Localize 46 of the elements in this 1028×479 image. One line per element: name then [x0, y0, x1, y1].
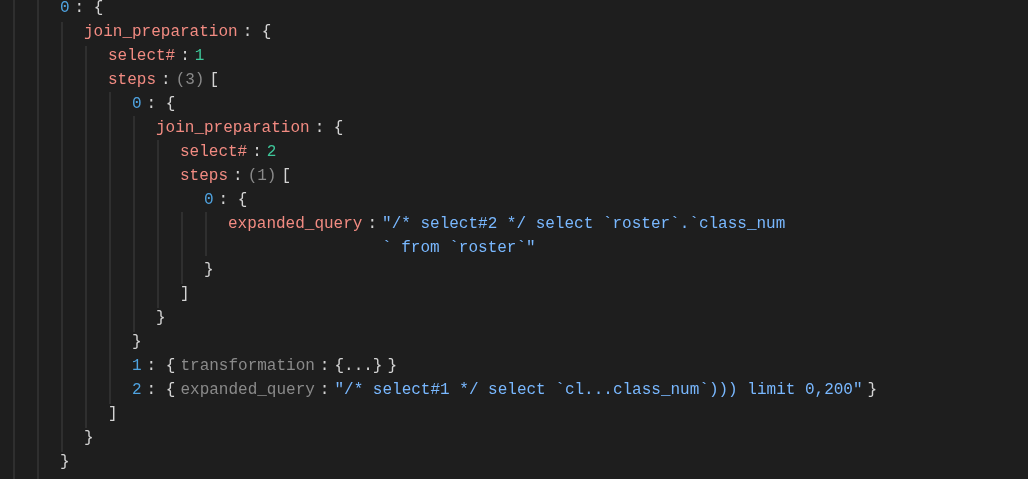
punctuation: } — [156, 308, 166, 329]
punctuation: : { — [146, 356, 176, 377]
punctuation: [ — [281, 166, 292, 187]
collapsed-key: expanded_query — [180, 378, 315, 402]
punctuation: : { — [74, 0, 104, 19]
punctuation: } — [204, 260, 214, 281]
punctuation: : { — [146, 94, 176, 115]
string-value: "/* select#2 */ select `roster`.`class_num ` from `roster`" — [382, 214, 787, 259]
array-index: 0 — [60, 0, 70, 19]
punctuation: : { — [314, 118, 344, 139]
punctuation: : — [319, 356, 330, 377]
punctuation: : — [367, 214, 378, 235]
punctuation: : — [180, 46, 190, 67]
punctuation: : { — [146, 380, 176, 401]
item-count: (3) — [175, 70, 205, 91]
array-index: 1 — [132, 356, 142, 377]
array-index: 2 — [132, 380, 142, 401]
punctuation: } — [132, 332, 142, 353]
punctuation: [ — [209, 70, 220, 91]
json-key: select# — [108, 44, 176, 68]
punctuation: } — [867, 380, 878, 401]
punctuation: ] — [180, 284, 190, 305]
punctuation: : — [161, 70, 171, 91]
json-key: expanded_query — [228, 212, 363, 236]
json-key: steps — [180, 164, 228, 188]
punctuation: : — [252, 142, 262, 163]
array-index: 0 — [204, 190, 214, 211]
number-value: 1 — [194, 46, 205, 67]
punctuation: : — [319, 380, 330, 401]
punctuation: } — [84, 428, 94, 449]
punctuation: : — [233, 166, 243, 187]
punctuation: {...} — [334, 356, 383, 377]
punctuation: ] — [108, 404, 118, 425]
punctuation: } — [60, 452, 70, 473]
array-index: 0 — [132, 94, 142, 115]
json-key: steps — [108, 68, 156, 92]
number-value: 2 — [266, 142, 277, 163]
json-key: select# — [180, 140, 248, 164]
collapsed-key: transformation — [180, 354, 315, 378]
punctuation: } — [387, 356, 398, 377]
item-count: (1) — [247, 166, 277, 187]
punctuation: : { — [218, 190, 248, 211]
string-value: "/* select#1 */ select `cl...class_num`))) limit 0,200" — [334, 380, 863, 401]
json-key: join_preparation — [84, 20, 238, 44]
json-key: join_preparation — [156, 116, 310, 140]
punctuation: : { — [242, 22, 272, 43]
